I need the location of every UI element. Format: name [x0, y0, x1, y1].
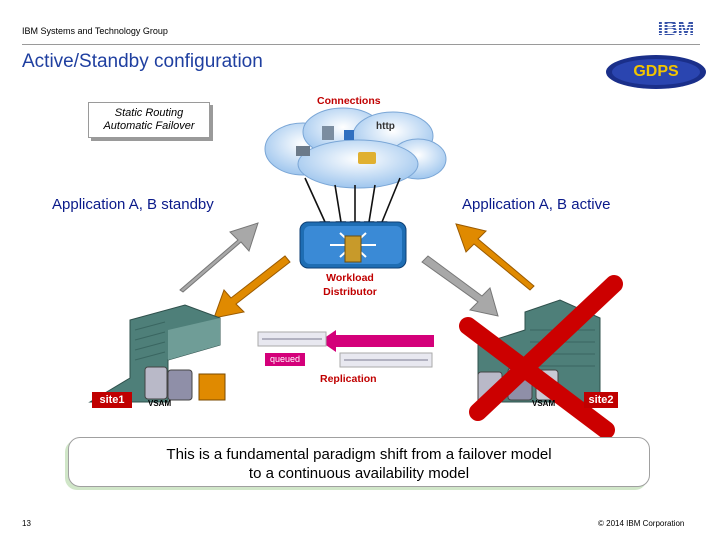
site1-label: site1 [92, 392, 132, 408]
site1-vsam-label: VSAM [148, 399, 172, 408]
gdps-logo-text: GDPS [633, 63, 679, 80]
standby-gray-arrow [179, 222, 259, 293]
paradigm-shift-message: This is a fundamental paradigm shift fro… [68, 437, 650, 487]
active-orange-arrow-left [213, 255, 291, 319]
routing-mode-line2: Automatic Failover [103, 120, 195, 132]
site1-servers-icon [144, 366, 226, 401]
network-devices-icon [296, 126, 376, 164]
application-standby-label: Application A, B standby [52, 196, 214, 213]
site2-vsam-label: VSAM [532, 399, 556, 408]
site2-failure-x-icon [459, 275, 623, 439]
connections-cloud [264, 107, 447, 189]
workload-distributor-line2: Distributor [323, 286, 377, 298]
routing-mode-line1: Static Routing [114, 107, 184, 119]
header-divider [22, 44, 700, 45]
replication-label: Replication [320, 373, 377, 385]
workload-distributor-icon [299, 221, 407, 269]
application-active-label: Application A, B active [462, 196, 611, 213]
message-line1: This is a fundamental paradigm shift fro… [166, 446, 552, 463]
copyright-notice: © 2014 IBM Corporation [598, 519, 685, 528]
replication-data-icons [257, 331, 433, 368]
workload-distributor-label: Workload Distributor [312, 271, 388, 299]
ibm-logo: IBM [652, 18, 700, 39]
http-label: http [376, 121, 395, 132]
gdps-logo: GDPS [606, 55, 706, 89]
connections-label: Connections [317, 95, 381, 107]
standby-gray-arrow-right [421, 255, 499, 317]
routing-mode-box: Static Routing Automatic Failover [88, 102, 210, 138]
site1-building-icon [88, 304, 221, 403]
active-orange-arrow-right [455, 223, 535, 291]
replication-arrow-magenta [320, 330, 434, 352]
queued-label: queued [265, 353, 305, 366]
header-org-name: IBM Systems and Technology Group [22, 26, 168, 36]
page-number: 13 [22, 519, 31, 528]
workload-distributor-line1: Workload [326, 272, 374, 284]
page-title: Active/Standby configuration [22, 51, 263, 72]
message-line2: to a continuous availability model [248, 465, 470, 482]
site2-label: site2 [584, 392, 618, 408]
